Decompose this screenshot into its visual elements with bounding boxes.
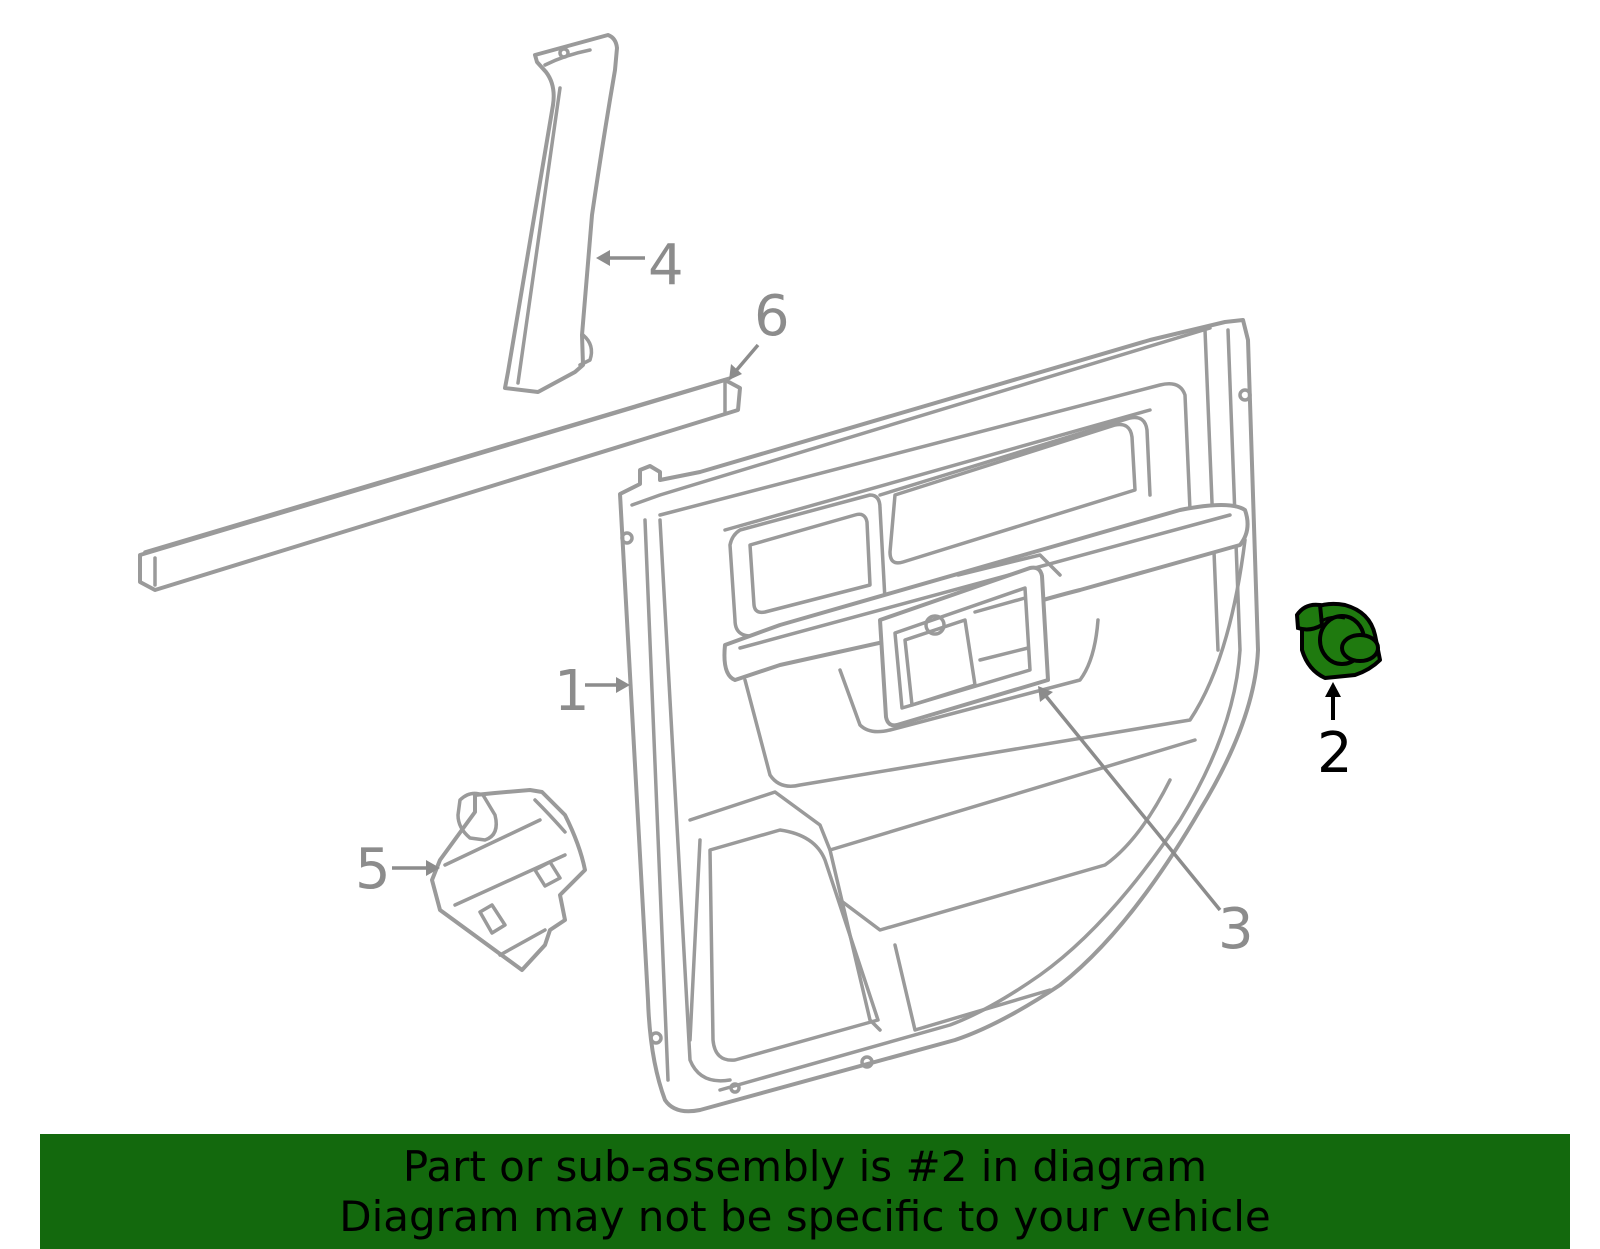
fastener-washer [1294, 602, 1325, 632]
part-1-door-trim-panel[interactable] [618, 318, 1260, 1114]
part-3-handle-bezel[interactable] [878, 565, 1050, 728]
part-5-switch-bezel[interactable] [430, 788, 587, 972]
part-6-belt-molding[interactable] [138, 376, 742, 592]
banner-line-1: Part or sub-assembly is #2 in diagram [402, 1141, 1208, 1191]
callout-1: 1 [554, 659, 590, 724]
callout-2: 2 [1317, 721, 1353, 786]
banner-line-2: Diagram may not be specific to your vehi… [339, 1191, 1271, 1241]
leader-lines [392, 250, 1341, 912]
callout-labels: 4 6 1 2 3 5 [355, 233, 1353, 962]
callout-5: 5 [355, 837, 391, 902]
info-banner: Part or sub-assembly is #2 in diagram Di… [40, 1134, 1570, 1249]
callout-4: 4 [648, 233, 684, 298]
callout-3: 3 [1218, 897, 1254, 962]
part-2-push-pin-fastener[interactable] [1294, 601, 1382, 680]
callout-6: 6 [754, 284, 790, 349]
part-4-pillar-trim[interactable] [503, 33, 619, 394]
fastener-shank [1340, 633, 1380, 663]
